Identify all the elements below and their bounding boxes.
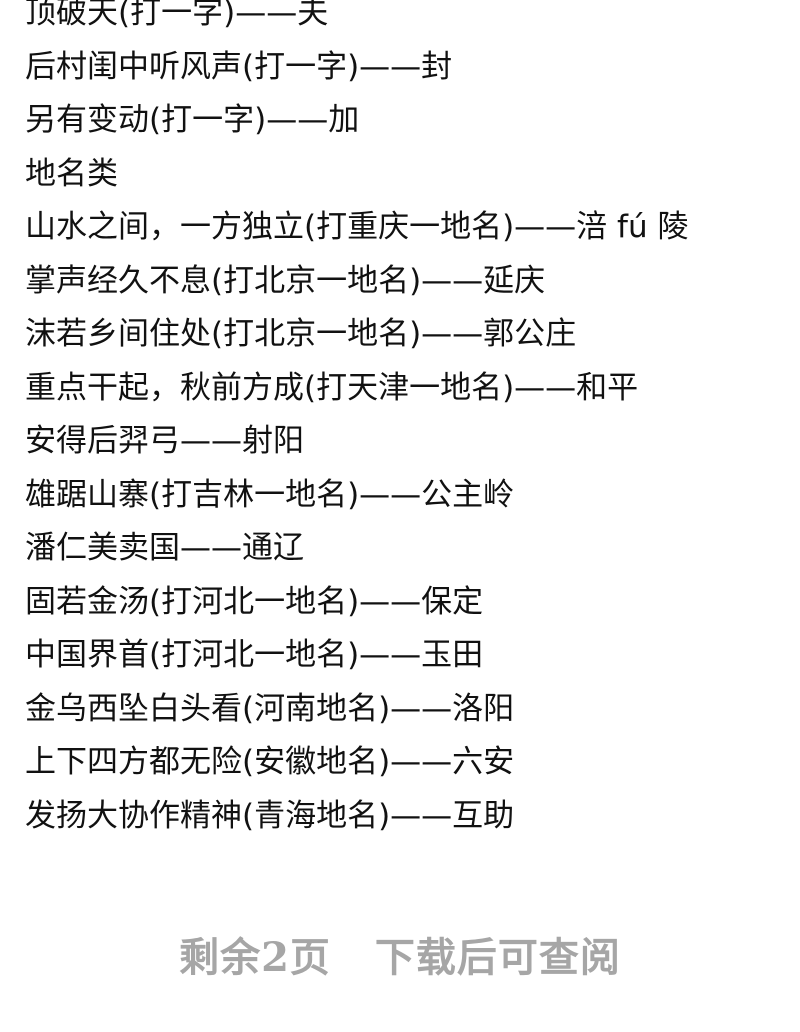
section-heading: 地名类 bbox=[25, 155, 118, 192]
download-to-view-text: 下载后可查阅 bbox=[374, 934, 621, 981]
text-line: 顶破天(打一字)——夫 bbox=[25, 0, 329, 31]
download-prompt[interactable]: 剩余2页下载后可查阅 bbox=[0, 925, 800, 983]
text-line: 山水之间，一方独立(打重庆一地名)——涪 fú 陵 bbox=[25, 209, 689, 245]
text-line: 固若金汤(打河北一地名)——保定 bbox=[25, 583, 484, 620]
text-line: 另有变动(打一字)——加 bbox=[25, 102, 360, 138]
text-line: 安得后羿弓——射阳 bbox=[25, 423, 304, 459]
text-line: 中国界首(打河北一地名)——玉田 bbox=[25, 637, 484, 673]
text-line: 潘仁美卖国——通辽 bbox=[25, 530, 304, 566]
text-line: 上下四方都无险(安徽地名)——六安 bbox=[25, 744, 515, 780]
text-line: 沫若乡间住处(打北京一地名)——郭公庄 bbox=[25, 316, 577, 352]
text-line: 重点干起，秋前方成(打天津一地名)——和平 bbox=[25, 369, 639, 406]
remaining-pages-text: 剩余2页 bbox=[179, 934, 331, 981]
document-body: 顶破天(打一字)——夫 后村闺中听风声(打一字)——封 另有变动(打一字)——加… bbox=[25, 0, 688, 843]
text-line: 发扬大协作精神(青海地名)——互助 bbox=[25, 797, 515, 834]
text-line: 后村闺中听风声(打一字)——封 bbox=[25, 48, 453, 85]
text-line: 金乌西坠白头看(河南地名)——洛阳 bbox=[25, 690, 515, 727]
text-line: 雄踞山寨(打吉林一地名)——公主岭 bbox=[25, 476, 515, 513]
text-line: 掌声经久不息(打北京一地名)——延庆 bbox=[25, 262, 546, 299]
